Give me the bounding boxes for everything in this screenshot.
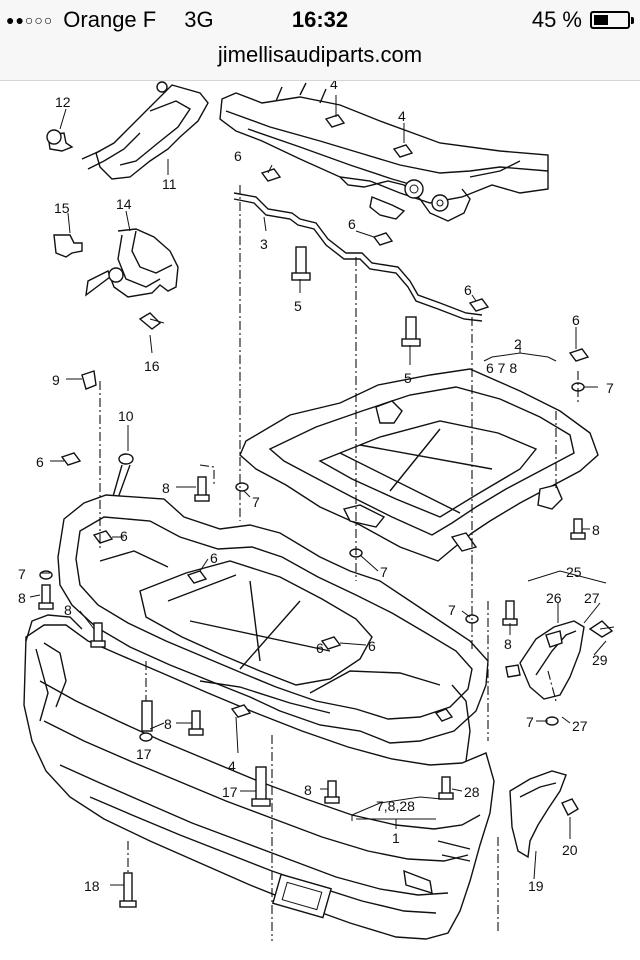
label-18: 18 (84, 878, 100, 894)
label-17-a: 17 (136, 746, 152, 762)
label-6-d: 6 (348, 216, 356, 232)
label-26: 26 (546, 590, 562, 606)
label-10: 10 (118, 408, 134, 424)
label-8-e: 8 (304, 782, 312, 798)
label-6-e: 6 (464, 282, 472, 298)
parts-diagram: 12 11 15 14 16 9 10 6 8 7 7 8 8 6 6 6 3 … (0, 81, 640, 960)
label-28: 28 (464, 784, 480, 800)
label-7-a: 7 (252, 494, 260, 510)
label-8-left: 8 (18, 590, 26, 606)
status-time: 16:32 (291, 7, 349, 32)
label-14: 14 (116, 196, 132, 212)
label-3: 3 (260, 236, 268, 252)
alignment-lines (99, 185, 579, 941)
network-type: 3G (184, 7, 214, 32)
clip-12 (46, 129, 74, 152)
label-6-left: 6 (36, 454, 44, 470)
speed-nuts (60, 114, 590, 722)
label-27-a: 27 (584, 590, 600, 606)
label-6-top: 6 (234, 148, 242, 164)
label-8-d: 8 (164, 716, 172, 732)
parts-diagram-svg: 12 11 15 14 16 9 10 6 8 7 7 8 8 6 6 6 3 … (18, 81, 615, 941)
label-9: 9 (52, 372, 60, 388)
label-4-mid: 4 (398, 108, 406, 124)
label-4-low: 4 (228, 758, 236, 774)
label-25: 25 (566, 564, 582, 580)
label-8-c: 8 (504, 636, 512, 652)
status-bar: ●●○○○ Orange F 3G 16:32 45 % (0, 0, 640, 40)
label-5-b: 5 (404, 370, 412, 386)
label-6-c: 6 (210, 550, 218, 566)
label-15: 15 (54, 200, 70, 216)
crossmember (219, 82, 549, 222)
leader-lines (29, 95, 607, 886)
battery-fill (594, 15, 608, 25)
upper-left-bracket (81, 81, 209, 180)
label-4-top: 4 (330, 81, 338, 92)
bolts (38, 246, 586, 908)
label-6-f: 6 (572, 312, 580, 328)
address-bar[interactable]: jimellisaudiparts.com (0, 40, 640, 81)
label-29: 29 (592, 652, 608, 668)
label-1-sub: 7,8,28 (376, 798, 415, 814)
air-duct (505, 620, 615, 700)
support-bracket (233, 192, 483, 322)
label-11: 11 (162, 176, 177, 192)
label-8-right: 8 (592, 522, 600, 538)
label-7-b: 7 (380, 564, 388, 580)
url-text[interactable]: jimellisaudiparts.com (217, 42, 423, 67)
label-5-a: 5 (294, 298, 302, 314)
carrier-name: Orange F (63, 7, 157, 32)
label-20: 20 (562, 842, 578, 858)
label-7-d: 7 (526, 714, 534, 730)
label-17-b: 17 (222, 784, 238, 800)
label-7-left: 7 (18, 566, 26, 582)
label-6-g: 6 (368, 638, 376, 654)
label-2-sub: 6 7 8 (486, 360, 517, 376)
status-right: 45 % (531, 7, 634, 33)
signal-strength-icon: ●●○○○ (6, 12, 54, 28)
battery-percent: 45 % (531, 7, 582, 32)
lower-right-bracket (509, 770, 579, 859)
label-16: 16 (144, 358, 160, 374)
clip-9 (81, 370, 97, 390)
battery-nub (631, 17, 634, 24)
label-6-b: 6 (120, 528, 128, 544)
label-27-b: 27 (572, 718, 588, 734)
part-labels: 12 11 15 14 16 9 10 6 8 7 7 8 8 6 6 6 3 … (18, 81, 614, 894)
label-2: 2 (514, 336, 522, 352)
label-7-c: 7 (448, 602, 456, 618)
label-6-h: 6 (316, 640, 324, 656)
label-12: 12 (55, 94, 71, 110)
battery-icon (590, 11, 634, 29)
label-7-right: 7 (606, 380, 614, 396)
label-1: 1 (392, 830, 400, 846)
label-8-a: 8 (162, 480, 170, 496)
side-bracket (53, 228, 179, 330)
label-8-b: 8 (64, 602, 72, 618)
label-19: 19 (528, 878, 544, 894)
status-left: ●●○○○ Orange F 3G (6, 7, 214, 33)
skid-plate (239, 368, 599, 562)
undertray (57, 494, 489, 744)
